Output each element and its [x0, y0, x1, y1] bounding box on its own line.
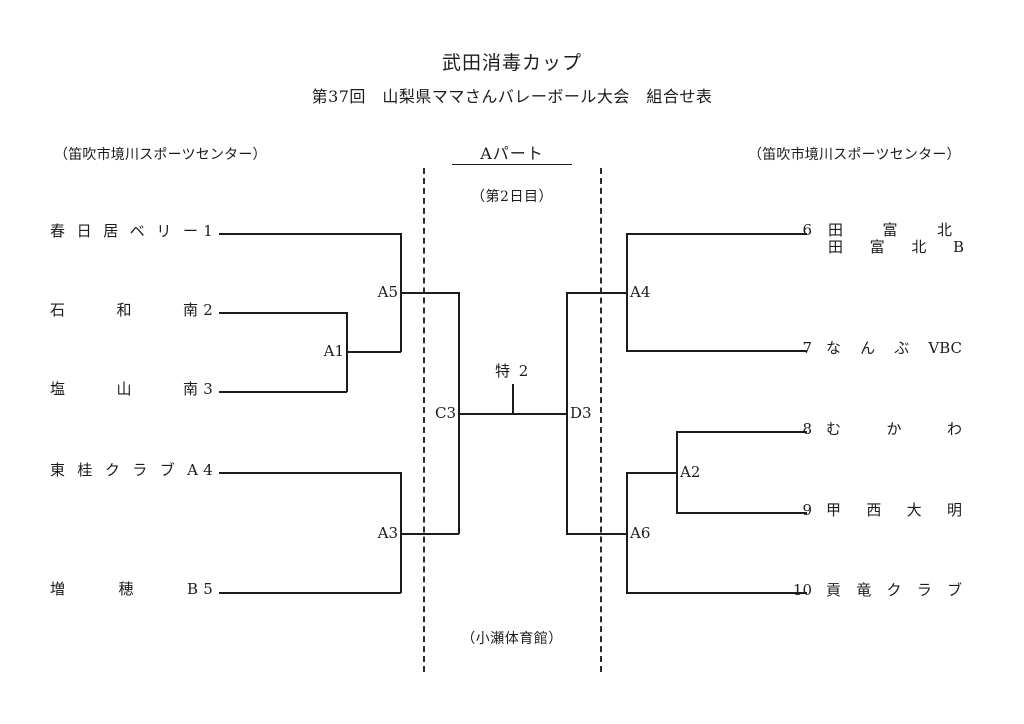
bracket-line-a4-out — [566, 292, 627, 294]
team-name: 東桂クラブA — [50, 461, 198, 479]
bracket-join-a6 — [626, 472, 628, 593]
bracket-line-seed9 — [676, 512, 807, 514]
bracket-join-a3 — [400, 472, 402, 593]
bracket-line-a2-out — [626, 472, 677, 474]
list-item: 10 貢竜クラブ — [790, 583, 962, 598]
center-note-label: 特 2 — [495, 362, 531, 380]
venue-label-right: （笛吹市境川スポーツセンター） — [748, 147, 961, 163]
bracket-line-seed1 — [219, 233, 401, 235]
team-seed: 5 — [203, 580, 213, 598]
part-label: Aパート — [452, 146, 572, 165]
bracket-line-a3-out — [400, 533, 459, 535]
node-label-a4: A4 — [630, 283, 651, 301]
list-item: 春日居ベリー 1 — [50, 224, 218, 239]
team-name: なんぶVBC — [826, 339, 962, 357]
bracket-line-seed4 — [219, 472, 401, 474]
list-item: 7 なんぶVBC — [790, 341, 962, 356]
team-seed: 10 — [792, 581, 812, 599]
bracket-line-a5-out — [400, 292, 459, 294]
team-seed: 7 — [802, 339, 812, 357]
hall-label: （小瀬体育館） — [461, 631, 563, 647]
bracket-line-seed7 — [626, 350, 807, 352]
bracket-line-seed2 — [219, 312, 347, 314]
page-title: 武田消毒カップ — [441, 52, 582, 74]
list-item: 8 むかわ — [790, 422, 962, 437]
team-seed: 4 — [203, 461, 213, 479]
list-item: 増穂B 5 — [50, 582, 218, 597]
bracket-line-a1-out — [346, 351, 401, 353]
dashed-divider-right — [600, 168, 602, 672]
node-label-a5: A5 — [377, 283, 398, 301]
team-seed: 1 — [203, 222, 213, 240]
node-label-a6: A6 — [630, 524, 651, 542]
node-label-a1: A1 — [323, 342, 344, 360]
venue-label-left: （笛吹市境川スポーツセンター） — [54, 147, 267, 163]
bracket-line-seed6 — [626, 233, 807, 235]
day-label: （第2日目） — [471, 189, 553, 205]
team-name: 塩山南 — [50, 380, 198, 398]
team-name: 甲西大明 — [826, 501, 962, 519]
dashed-divider-left — [423, 168, 425, 672]
final-match-tick — [512, 384, 514, 413]
bracket-line-seed8 — [676, 431, 807, 433]
bracket-line-seed10 — [626, 592, 807, 594]
bracket-line-seed3 — [219, 391, 347, 393]
team-name: 貢竜クラブ — [826, 581, 962, 599]
team-name-alt: 田富北B — [828, 237, 964, 256]
bracket-join-d3 — [566, 292, 568, 534]
list-item: 石和南 2 — [50, 303, 218, 318]
node-label-c3: C3 — [434, 404, 456, 422]
list-item: 東桂クラブA 4 — [50, 463, 218, 478]
team-seed: 8 — [802, 420, 812, 438]
team-name: 春日居ベリー — [50, 222, 198, 240]
page-subtitle: 第37回 山梨県ママさんバレーボール大会 組合せ表 — [311, 87, 713, 106]
list-item: 9 甲西大明 — [790, 503, 962, 518]
team-name: 石和南 — [50, 301, 198, 319]
team-name: 増穂B — [50, 580, 198, 598]
node-label-d3: D3 — [570, 404, 592, 422]
node-label-a3: A3 — [377, 524, 398, 542]
team-seed: 2 — [203, 301, 213, 319]
bracket-line-a6-out — [566, 533, 627, 535]
bracket-final-connector — [458, 413, 568, 415]
team-seed: 3 — [203, 380, 213, 398]
node-label-a2: A2 — [680, 463, 701, 481]
bracket-line-seed5 — [219, 592, 401, 594]
team-name: 田富北 — [828, 221, 952, 239]
team-seed: 6 — [802, 221, 812, 239]
team-seed: 9 — [802, 501, 812, 519]
team-name: むかわ — [826, 420, 962, 438]
list-item: 塩山南 3 — [50, 382, 218, 397]
